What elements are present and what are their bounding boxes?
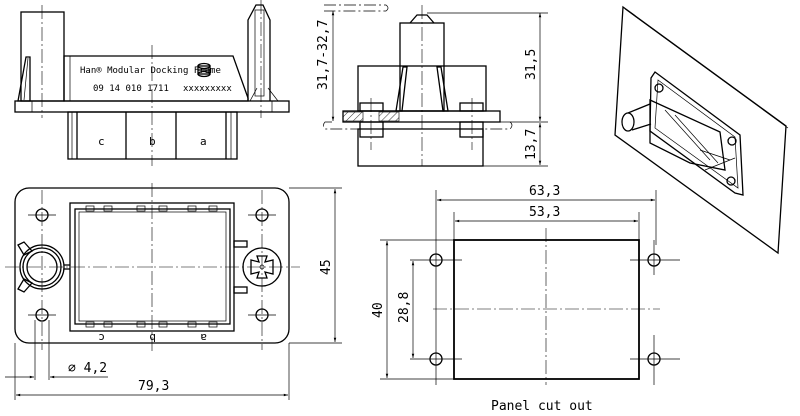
panel-cutout-view: 63,3 53,3 40 28,8 Panel cut out xyxy=(371,184,680,414)
part-number-label: 09 14 010 1711 xyxy=(93,84,169,94)
mirrored-label-a: a xyxy=(200,331,207,344)
dim-hole-diameter: ∅ 4,2 xyxy=(68,361,107,376)
dim-hole-spacing-y: 28,8 xyxy=(397,292,412,323)
dim-frame-height: 45 xyxy=(319,259,334,275)
product-name-label: Han® Modular Docking Frame xyxy=(80,66,221,76)
side-view: 31,7-32,7 31,5 13,7 xyxy=(316,4,548,167)
mounting-panel xyxy=(614,5,787,255)
panel-holes xyxy=(429,253,661,366)
isometric-view xyxy=(614,5,789,255)
panel-cutout-caption: Panel cut out xyxy=(491,399,593,414)
mirrored-label-c: c xyxy=(98,331,105,344)
front-view: Han® Modular Docking Frame 09 14 010 171… xyxy=(14,0,290,166)
module-label-b: b xyxy=(149,135,156,148)
dim-depth: 13,7 xyxy=(524,129,539,160)
dim-height-range: 31,7-32,7 xyxy=(316,20,331,90)
guide-sleeve xyxy=(621,112,635,132)
dim-hole-spacing-x: 63,3 xyxy=(529,184,560,199)
guide-sleeve-icon xyxy=(17,241,70,293)
lot-code-label: xxxxxxxxx xyxy=(183,84,232,94)
dim-frame-width: 79,3 xyxy=(138,379,169,394)
mirrored-label-b: b xyxy=(149,331,156,344)
coding-pin xyxy=(247,4,271,101)
dim-cutout-height: 40 xyxy=(371,302,386,318)
cutout-rect xyxy=(453,239,640,380)
module-label-c: c xyxy=(98,135,105,148)
dim-cutout-width: 53,3 xyxy=(529,205,560,220)
top-view: c b a 45 79,3 ∅ 4,2 xyxy=(5,183,342,400)
module-label-a: a xyxy=(200,135,207,148)
harting-logo-icon xyxy=(197,62,211,78)
coding-pin-icon xyxy=(233,240,282,294)
dim-height: 31,5 xyxy=(524,49,539,80)
